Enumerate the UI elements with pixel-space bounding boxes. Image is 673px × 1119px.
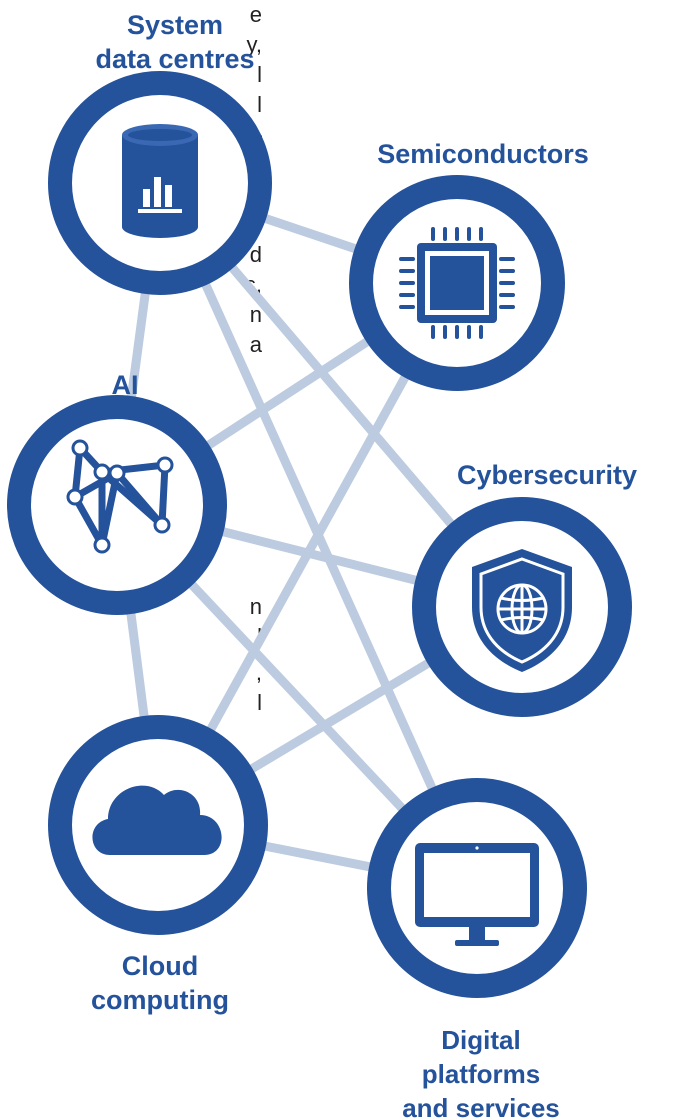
node-label-ai: AI	[112, 370, 139, 400]
connection-line-system-data-centres-to-ai	[124, 267, 153, 423]
node-ring	[7, 395, 227, 615]
connection-line-cloud-computing-to-semiconductors	[196, 354, 420, 753]
node-system-data-centres	[48, 71, 272, 295]
connection-line-ai-to-cloud-computing	[123, 587, 152, 743]
ecosystem-nodes	[7, 71, 632, 998]
node-cybersecurity	[412, 497, 632, 717]
connection-lines	[123, 207, 470, 876]
cloud-icon	[92, 785, 222, 855]
clipped-text-fragment: n	[250, 302, 262, 327]
connection-line-ai-to-cybersecurity	[198, 522, 441, 590]
node-label-line: and services	[402, 1093, 560, 1119]
node-label-line: platforms	[422, 1059, 540, 1089]
node-cloud-computing	[48, 715, 268, 935]
node-label-semiconductors: Semiconductors	[377, 139, 589, 169]
node-label-line: Cloud	[122, 951, 198, 981]
database-chart-icon	[122, 124, 198, 238]
connection-line-system-data-centres-to-cybersecurity	[213, 246, 470, 545]
clipped-text-fragment: ,	[256, 660, 262, 685]
node-label-digital-platforms: Digital platforms and services	[402, 1025, 560, 1119]
node-ai	[7, 395, 227, 615]
network-graph-icon	[66, 439, 174, 554]
node-label-line: Digital	[441, 1025, 520, 1055]
node-label-line: Semiconductors	[377, 139, 589, 169]
node-label-system-data-centres: System data centres	[95, 10, 254, 74]
clipped-text-fragment: n	[250, 594, 262, 619]
clipped-text-fragment: l	[257, 92, 262, 117]
node-label-line: data centres	[95, 44, 254, 74]
node-label-cybersecurity: Cybersecurity	[457, 460, 637, 490]
shield-globe-icon	[472, 549, 572, 672]
connection-line-cloud-computing-to-cybersecurity	[229, 647, 451, 785]
monitor-icon	[415, 843, 539, 946]
connection-line-system-data-centres-to-semiconductors	[240, 207, 380, 260]
clipped-text-fragment: y,	[247, 32, 262, 57]
clipped-text-fragment: a	[250, 332, 263, 357]
clipped-text-fragment: l	[257, 62, 262, 87]
node-label-line: AI	[112, 370, 139, 400]
clipped-text-fragment: d	[250, 242, 262, 267]
connection-line-cloud-computing-to-digital-platforms	[240, 837, 395, 876]
node-label-cloud-computing: Cloud computing	[91, 951, 229, 1015]
node-label-line: Cybersecurity	[457, 460, 637, 490]
connection-line-ai-to-semiconductors	[186, 325, 390, 462]
node-label-line: computing	[91, 985, 229, 1015]
node-label-line: System	[127, 10, 223, 40]
clipped-text-fragment: l	[257, 690, 262, 715]
node-semiconductors	[349, 175, 565, 391]
connection-line-ai-to-digital-platforms	[172, 564, 422, 829]
clipped-text-fragment: e	[250, 2, 262, 27]
microchip-icon	[399, 227, 515, 339]
node-digital-platforms	[367, 778, 587, 998]
clipped-body-text: ey,ll–nt–ds,nanl,l	[245, 2, 263, 715]
